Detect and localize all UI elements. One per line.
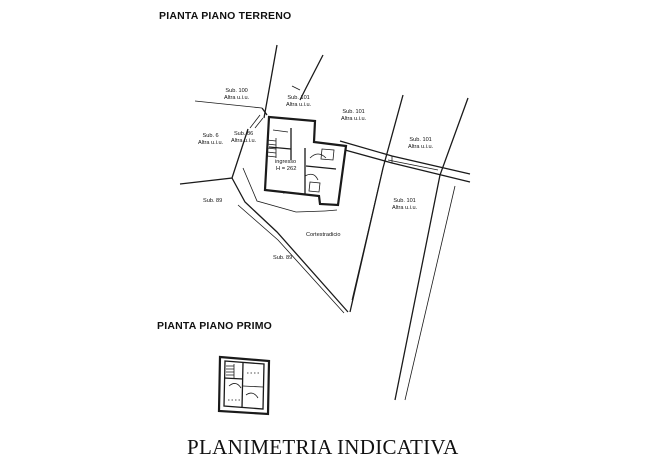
house-first-floor bbox=[217, 355, 271, 416]
label-sub-101-mid-note: Altra u.i.u. bbox=[341, 115, 367, 122]
label-sub-6-note: Altra u.i.u. bbox=[198, 139, 224, 146]
property-boundaries bbox=[179, 44, 471, 401]
label-sub-101-mid: Sub. 101 Altra u.i.u. bbox=[341, 109, 366, 123]
label-sub-101-right-number: Sub. 101 bbox=[409, 137, 432, 143]
label-sub-101-lower-number: Sub. 101 bbox=[393, 198, 416, 204]
house-ground-floor bbox=[242, 115, 348, 213]
label-sub-89-left-number: Sub. 89 bbox=[203, 198, 223, 204]
label-sub-100-note: Altra u.i.u. bbox=[224, 94, 250, 101]
label-room-height: H = 262 bbox=[276, 166, 297, 172]
label-sub-101-top: Sub. 101 Altra u.i.u. bbox=[286, 95, 311, 109]
label-sub-86-note: Altra u.i.u. bbox=[231, 137, 257, 144]
label-sub-101-mid-number: Sub. 101 bbox=[342, 109, 365, 115]
label-sub-100: Sub. 100 Altra u.i.u. bbox=[224, 88, 249, 102]
label-sub-86: Sub. 86 Altra u.i.u. bbox=[231, 131, 256, 145]
first-floor-heading: PIANTA PIANO PRIMO bbox=[157, 320, 273, 332]
label-sub-6-number: Sub. 6 bbox=[202, 133, 219, 139]
label-sub-101-top-note: Altra u.i.u. bbox=[286, 101, 312, 108]
label-sub-101-top-number: Sub. 101 bbox=[287, 95, 310, 101]
label-courtyard: Cortestradicio bbox=[306, 232, 341, 238]
footer-title: PLANIMETRIA INDICATIVA bbox=[187, 435, 459, 459]
label-sub-101-right: Sub. 101 Altra u.i.u. bbox=[408, 137, 433, 151]
label-sub-89-left: Sub. 89 bbox=[203, 198, 222, 205]
ground-floor-heading: PIANTA PIANO TERRENO bbox=[159, 10, 292, 22]
label-sub-100-number: Sub. 100 bbox=[225, 88, 248, 94]
label-sub-101-lower: Sub. 101 Altra u.i.u. bbox=[392, 198, 417, 212]
label-sub-6: Sub. 6 Altra u.i.u. bbox=[198, 133, 223, 147]
label-sub-89-bottom-number: Sub. 89 bbox=[273, 255, 293, 261]
label-sub-89-bottom: Sub. 89 bbox=[273, 255, 292, 262]
label-sub-101-lower-note: Altra u.i.u. bbox=[392, 204, 418, 211]
label-room-main: ingresso bbox=[275, 159, 297, 165]
label-sub-101-right-note: Altra u.i.u. bbox=[408, 143, 434, 150]
label-sub-86-number: Sub. 86 bbox=[233, 131, 254, 137]
